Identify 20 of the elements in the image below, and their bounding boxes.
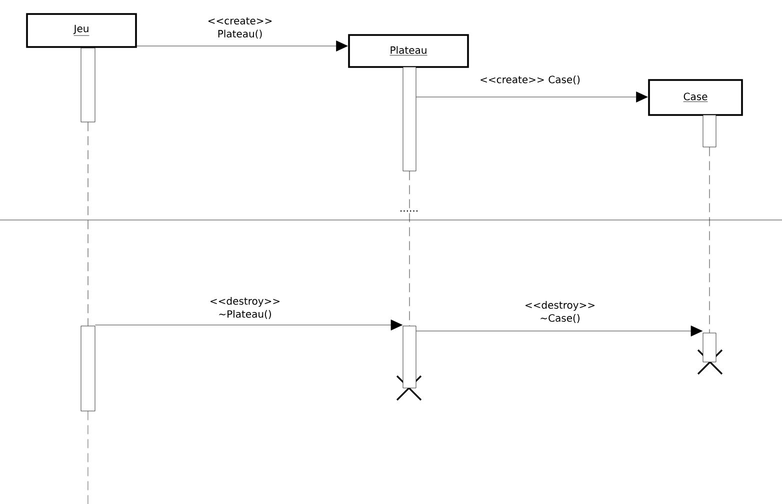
message-label: <<create>> Case() (480, 76, 580, 84)
message-arrow (416, 92, 648, 102)
object-box: Plateau (348, 34, 469, 68)
message-arrow (416, 326, 703, 336)
object-box: Case (648, 79, 743, 116)
activation-bar (80, 326, 96, 412)
message-label: <<destroy>> ~Plateau() (210, 297, 280, 319)
ellipsis-text: ...... (400, 210, 418, 212)
activation-bar (702, 332, 716, 362)
message-label: <<create>> Plateau() (208, 17, 272, 39)
object-box: Jeu (26, 13, 137, 48)
activation-bar (702, 114, 716, 148)
message-label: <<destroy>> ~Case() (526, 301, 594, 323)
lifeline (409, 171, 410, 326)
message-arrow (136, 40, 348, 52)
message-arrow (95, 320, 403, 330)
activation-bar (402, 66, 416, 172)
activation-bar (402, 326, 416, 388)
activation-bar (80, 48, 96, 122)
lifeline (709, 147, 710, 333)
